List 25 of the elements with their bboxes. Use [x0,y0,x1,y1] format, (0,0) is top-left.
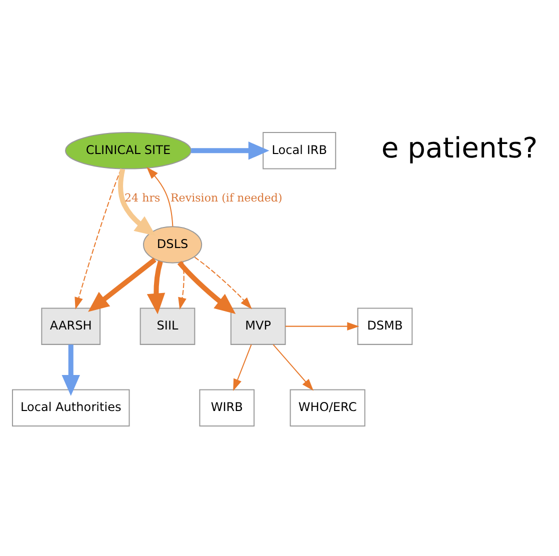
arrow [146,260,166,314]
arrow [62,344,80,396]
arrow [177,260,236,314]
edge-label: Revision (if needed) [170,190,282,204]
node-box: WHO/ERC [290,388,366,426]
arrow [191,141,270,160]
node-ellipse: DSLS [142,226,202,263]
node-box: Local Authorities [12,388,130,426]
arrow [272,344,314,390]
arrow [118,168,156,236]
node-box: MVP [230,307,286,344]
node-box: DSMB [357,307,413,344]
node-box: AARSH [41,307,101,344]
edge-label: 24 hrs [124,190,160,204]
label: e patients? [381,131,538,164]
arrow [146,166,174,226]
node-box: Local IRB [262,132,336,169]
arrow [285,322,360,330]
node-ellipse: CLINICAL SITE [64,132,192,169]
arrow [194,256,252,309]
node-box: WIRB [199,388,255,426]
arrow [178,261,186,310]
node-box: SIIL [140,307,196,344]
arrow [88,257,156,312]
arrow [233,344,252,391]
